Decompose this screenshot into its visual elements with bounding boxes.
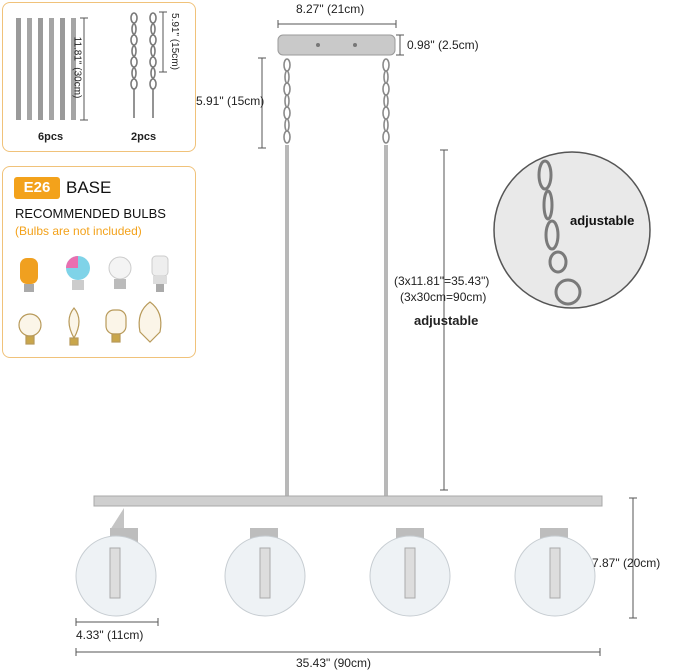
socket-badge: E26 [14, 177, 60, 199]
rod-total-in-label: (3x11.81"=35.43") [394, 274, 490, 288]
chains-count: 2pcs [131, 131, 157, 143]
canopy-width-label: 8.27" (21cm) [296, 2, 365, 16]
adjustable-label: adjustable [414, 313, 479, 328]
shade-height-label: 7.87" (20cm) [592, 556, 661, 570]
rods-count: 6pcs [38, 131, 64, 143]
edison-bulb-3-icon [105, 309, 127, 343]
chain-drop-label: 5.91" (15cm) [196, 94, 265, 108]
chain-left [283, 58, 291, 144]
accessories-panel [2, 2, 196, 152]
edison-bulb-1-icon [18, 313, 42, 345]
shade-width-label: 4.33" (11cm) [76, 628, 144, 642]
edison-bulb-4-icon [138, 301, 162, 343]
canopy-height-label: 0.98" (2.5cm) [407, 38, 479, 52]
rod-left [285, 145, 289, 497]
bulbs-not-included-note: (Bulbs are not included) [15, 224, 142, 238]
rods-icon [16, 18, 76, 120]
rod-right [384, 145, 388, 497]
detail-chain-icon [537, 159, 582, 306]
canopy [277, 34, 396, 56]
bar-length-label: 35.43" (90cm) [296, 656, 371, 670]
shade-1 [75, 508, 157, 617]
detail-adjustable-label: adjustable [570, 213, 635, 228]
chain-right [382, 58, 390, 144]
shade-2 [224, 528, 306, 617]
led-bulb-icon [108, 256, 132, 289]
bar [93, 495, 603, 507]
chains-icon [130, 12, 157, 118]
rod-total-cm-label: (3x30cm=90cm) [400, 290, 487, 304]
rgb-bulb-icon [66, 256, 90, 290]
edison-bulb-2-icon [68, 307, 80, 346]
shade-4 [514, 528, 596, 617]
base-label: BASE [66, 178, 112, 197]
cfl-bulb-icon [151, 255, 169, 292]
shade-3 [369, 528, 451, 617]
recommended-bulbs-label: RECOMMENDED BULBS [15, 206, 166, 221]
flame-bulb-icon [20, 258, 38, 292]
detail-circle [493, 151, 651, 309]
